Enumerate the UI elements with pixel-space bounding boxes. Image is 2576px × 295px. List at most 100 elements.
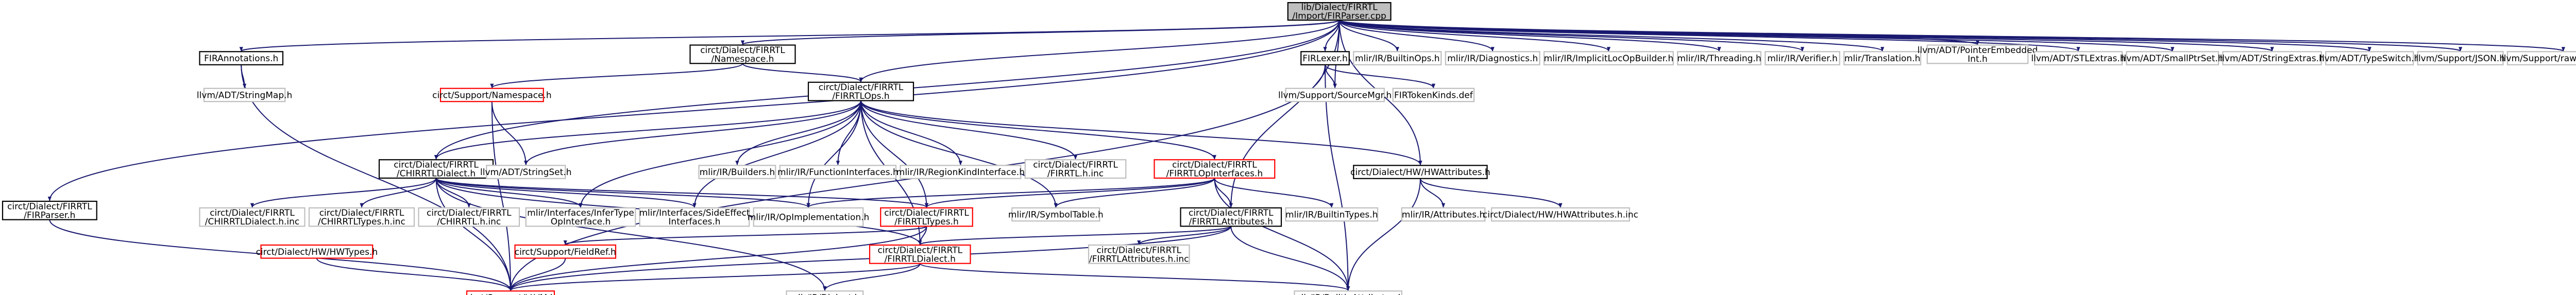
edge-firrtldialect-to-llvm_h xyxy=(509,263,921,291)
node-box xyxy=(203,88,286,102)
node-opimpl: mlir/IR/OpImplementation.h xyxy=(748,207,869,227)
node-label: circt/Support/Namespace.h xyxy=(432,90,552,100)
node-llvm_h[interactable]: circt/Support/LLVM.h xyxy=(466,290,556,295)
node-label: Interfaces.h xyxy=(668,217,720,227)
node-label: mlir/IR/Verifier.h xyxy=(1767,54,1838,64)
edge-root-to-namespace_hdr xyxy=(741,20,1340,45)
node-firrtldialect[interactable]: circt/Dialect/FIRRTL/FIRRTLDialect.h xyxy=(869,244,971,264)
node-label: mlir/Interfaces/SideEffect xyxy=(639,208,750,218)
node-verifier: mlir/IR/Verifier.h xyxy=(1765,51,1840,65)
edge-firrtlops-to-stringset xyxy=(524,100,861,166)
node-firannotations[interactable]: FIRAnnotations.h xyxy=(199,51,284,65)
node-box xyxy=(689,44,796,64)
node-box xyxy=(880,207,973,227)
edge-hwattributes-to-mlir_attributes xyxy=(1419,178,1446,208)
node-fieldref[interactable]: circt/Support/FieldRef.h xyxy=(514,244,617,259)
edge-root-to-firrtlattributes xyxy=(1229,20,1340,208)
node-threading: mlir/IR/Threading.h xyxy=(1677,51,1761,65)
node-label: /FIRRTLDialect.h xyxy=(885,254,956,264)
node-label: circt/Dialect/FIRRTL xyxy=(877,245,962,255)
edge-firrtldialect-to-mlir_dialect xyxy=(823,263,921,291)
node-label: /FIRParser.h xyxy=(24,210,75,220)
node-box xyxy=(1392,88,1475,102)
node-box xyxy=(1543,51,1674,65)
node-sourcemgr: llvm/Support/SourceMgr.h xyxy=(1278,88,1392,102)
node-box xyxy=(1445,51,1540,65)
node-label: /FIRRTLTypes.h xyxy=(894,217,959,227)
node-box xyxy=(1024,159,1127,179)
edge-firrtldialect-to-builtinattributes xyxy=(919,263,1350,291)
node-label: llvm/Support/JSON.h xyxy=(2416,54,2505,64)
node-label: circt/Dialect/FIRRTL xyxy=(1189,208,1274,218)
node-label: llvm/Support/SourceMgr.h xyxy=(1278,90,1392,100)
node-box xyxy=(486,165,566,179)
node-box xyxy=(439,88,544,102)
node-box xyxy=(1353,51,1442,65)
node-firrtlattributes[interactable]: circt/Dialect/FIRRTL/FIRRTLAttributes.h xyxy=(1180,207,1282,227)
node-box xyxy=(308,207,415,227)
node-label: circt/Dialect/HW/HWTypes.h xyxy=(256,247,378,257)
node-label: circt/Dialect/FIRRTL xyxy=(1096,245,1181,255)
node-box xyxy=(786,290,864,295)
edge-firrtltypes-to-fieldref xyxy=(563,225,927,245)
edge-namespace_hdr-to-support_namespace xyxy=(490,63,743,89)
node-firrtl_h_inc: circt/Dialect/FIRRTL/FIRRTL.h.inc xyxy=(1024,159,1127,179)
node-builtinops: mlir/IR/BuiltinOps.h xyxy=(1353,51,1442,65)
edge-opinterfaces-to-opimpl xyxy=(806,178,1215,208)
node-label: circt/Support/FieldRef.h xyxy=(515,247,616,257)
node-json: llvm/Support/JSON.h xyxy=(2416,51,2505,65)
node-box xyxy=(1353,165,1488,179)
node-support_namespace[interactable]: circt/Support/Namespace.h xyxy=(432,88,552,102)
node-label: mlir/IR/BuiltinTypes.h xyxy=(1285,210,1378,220)
node-builtinattributes: mlir/IR/BuiltinAttributes.h xyxy=(1293,290,1403,295)
node-chirrtldialect[interactable]: circt/Dialect/FIRRTL/CHIRRTLDialect.h xyxy=(378,159,494,179)
node-label: /CHIRRTLDialect.h.inc xyxy=(205,217,300,227)
node-smallptrset: llvm/ADT/SmallPtrSet.h xyxy=(2122,51,2224,65)
edge-firrtlops-to-chirrtldialect xyxy=(434,100,861,160)
node-firrtltypes[interactable]: circt/Dialect/FIRRTL/FIRRTLTypes.h xyxy=(880,207,973,227)
edge-chirrtldialect-to-sideeffect xyxy=(435,178,697,208)
node-label: mlir/IR/Builders.h xyxy=(700,167,775,178)
edge-opinterfaces-to-symboltable xyxy=(1054,178,1215,208)
node-box xyxy=(1154,159,1276,179)
node-root[interactable]: lib/Dialect/FIRRTL/Import/FIRParser.cpp xyxy=(1287,2,1392,22)
node-firlexer[interactable]: FIRLexer.h xyxy=(1300,51,1350,65)
node-label: /FIRRTLAttributes.h.inc xyxy=(1089,254,1189,264)
edge-firrtlops-to-infertype xyxy=(579,100,861,208)
node-box xyxy=(514,244,617,259)
node-hwattributes[interactable]: circt/Dialect/HW/HWAttributes.h xyxy=(1350,165,1490,179)
node-label: circt/Dialect/FIRRTL xyxy=(884,208,969,218)
node-label: mlir/IR/Diagnostics.h xyxy=(1447,54,1538,64)
edge-firrtlops-to-firrtl_h_inc xyxy=(860,100,1078,160)
edge-firannotations-to-llvm_h xyxy=(241,64,513,291)
node-firparser_h[interactable]: circt/Dialect/FIRRTL/FIRParser.h xyxy=(2,200,97,220)
node-label: /FIRRTLOpInterfaces.h xyxy=(1166,169,1263,179)
node-box xyxy=(1287,2,1392,21)
node-box xyxy=(1401,207,1486,222)
edge-firrtlattributes-to-firrtlattributes_inc xyxy=(1137,225,1232,245)
node-namespace_hdr[interactable]: circt/Dialect/FIRRTL/Namespace.h xyxy=(689,44,796,64)
edge-firrtlattributes-to-builtinattributes xyxy=(1230,226,1350,291)
node-builtintypes: mlir/IR/BuiltinTypes.h xyxy=(1285,207,1379,222)
node-label: mlir/IR/RegionKindInterface.h xyxy=(896,167,1025,178)
node-typeswitch: llvm/ADT/TypeSwitch.h xyxy=(2319,51,2419,65)
edge-firrtlops-to-opimpl xyxy=(806,100,861,208)
node-box xyxy=(378,159,494,179)
node-hwtypes[interactable]: circt/Dialect/HW/HWTypes.h xyxy=(256,244,378,259)
node-label: FIRTokenKinds.def xyxy=(1394,90,1473,100)
node-box xyxy=(418,207,520,227)
node-mlir_attributes: mlir/IR/Attributes.h xyxy=(1401,207,1486,222)
edge-root-to-firlexer xyxy=(1323,20,1340,52)
node-box xyxy=(753,207,864,227)
node-opinterfaces[interactable]: circt/Dialect/FIRRTL/FIRRTLOpInterfaces.… xyxy=(1154,159,1276,179)
node-label: llvm/ADT/StringSet.h xyxy=(480,167,571,178)
node-label: llvm/ADT/STLExtras.h xyxy=(2031,54,2125,64)
node-label: circt/Dialect/FIRRTL xyxy=(819,82,904,93)
node-label: circt/Dialect/FIRRTL xyxy=(7,201,92,212)
node-label: FIRLexer.h xyxy=(1302,54,1348,64)
edge-chirrtldialect-to-firrtltypes xyxy=(435,178,928,208)
node-firrtlops[interactable]: circt/Dialect/FIRRTL/FIRRTLOps.h xyxy=(807,81,914,101)
edge-chirrtldialect-to-opimpl xyxy=(435,178,810,208)
